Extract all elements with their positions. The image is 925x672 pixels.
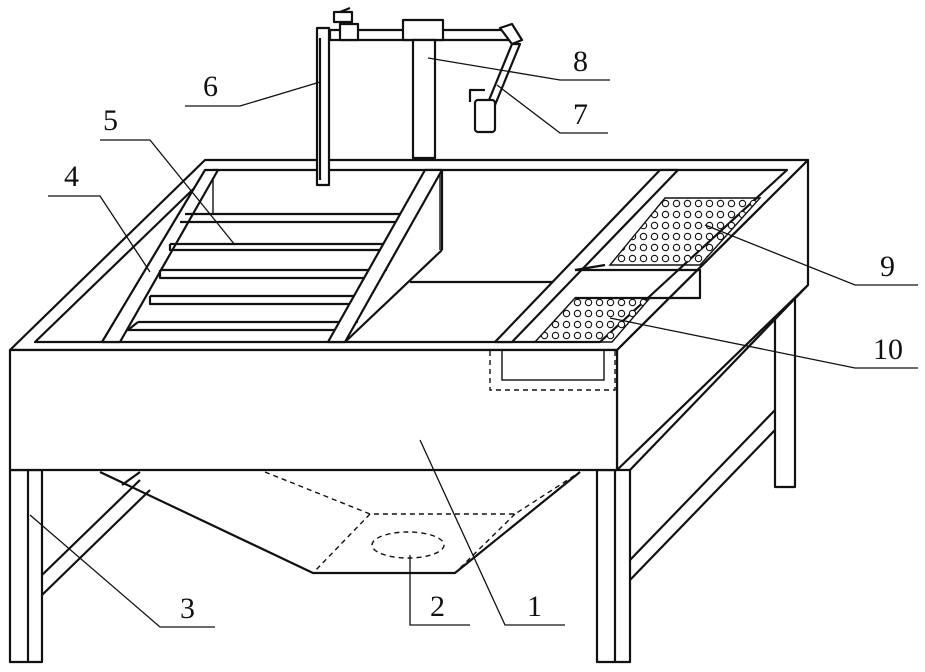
label-3: 3 [180, 592, 195, 625]
tank-body [8, 158, 810, 472]
label-2: 2 [430, 590, 445, 623]
drain-outlet [371, 531, 445, 559]
leg-frame [8, 269, 809, 664]
label-7: 7 [573, 98, 588, 131]
pipe-assembly [315, 6, 524, 187]
label-5: 5 [103, 104, 118, 137]
label-10: 10 [873, 333, 903, 366]
screen-section [489, 168, 762, 391]
label-6: 6 [203, 70, 218, 103]
label-4: 4 [64, 160, 79, 193]
label-9: 9 [880, 250, 895, 283]
hopper [99, 471, 581, 575]
stepped-plates [100, 168, 444, 344]
label-1: 1 [527, 590, 542, 623]
label-8: 8 [573, 45, 588, 78]
leader-lines [29, 57, 918, 628]
part-labels: 6 5 4 8 7 9 10 1 2 3 [64, 45, 903, 625]
